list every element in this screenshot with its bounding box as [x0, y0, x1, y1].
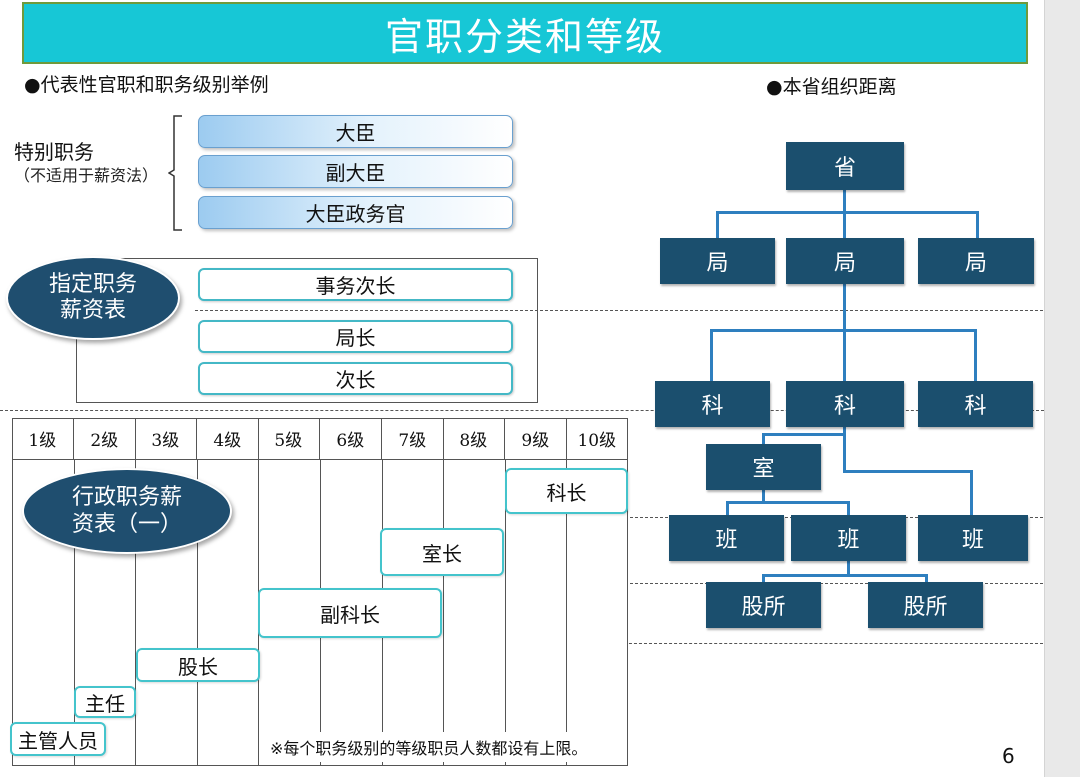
separator-line [195, 310, 1043, 311]
org-connector [843, 427, 846, 473]
org-connector [847, 501, 850, 515]
org-connector [970, 470, 973, 515]
designated-salary-label: 指定职务 薪资表 [48, 272, 137, 323]
org-bureau: 局 [660, 238, 775, 284]
grade-header-6: 6级 [320, 418, 382, 460]
grade-column-line [135, 460, 136, 766]
rank-office-chief: 室长 [380, 528, 504, 576]
parliamentary-secretary-box: 大臣政务官 [198, 196, 513, 229]
rank-section-chief: 科长 [505, 468, 628, 514]
designated-salary-ellipse: 指定职务 薪资表 [6, 256, 180, 340]
grade-header-4: 4级 [197, 418, 259, 460]
rank-supervisor: 主任 [74, 686, 136, 718]
org-connector [716, 211, 978, 214]
org-division: 科 [786, 381, 904, 427]
grade-header-2: 2级 [74, 418, 136, 460]
grade-header-9: 9级 [505, 418, 567, 460]
org-office: 室 [706, 444, 821, 490]
org-connector [925, 574, 928, 582]
org-team: 班 [791, 515, 906, 561]
page-number: 6 [1002, 744, 1015, 768]
org-ministry: 省 [786, 142, 904, 190]
org-connector [726, 501, 850, 504]
footnote: ※每个职务级别的等级职员人数都设有上限。 [264, 732, 614, 762]
special-posts-note: （不适用于薪资法） [14, 166, 159, 185]
special-posts-bracket [168, 115, 182, 231]
org-team: 班 [918, 515, 1028, 561]
org-connector [762, 490, 765, 502]
org-section: 股所 [868, 582, 983, 628]
org-connector [762, 433, 846, 436]
grade-header-8: 8级 [443, 418, 505, 460]
rank-staff-in-charge: 主管人员 [10, 722, 106, 756]
org-connector [847, 561, 850, 575]
left-heading: ●代表性官职和职务级别举例 [24, 74, 269, 96]
grade-column-line [197, 460, 198, 766]
org-connector [974, 329, 977, 381]
grade-header-7: 7级 [382, 418, 444, 460]
grade-header-3: 3级 [135, 418, 197, 460]
org-connector [843, 284, 846, 381]
admin-salary-ellipse: 行政职务薪 资表（一） [22, 468, 232, 554]
grade-column-line [443, 460, 444, 766]
org-connector [726, 501, 729, 515]
org-division: 科 [918, 381, 1033, 427]
org-bureau: 局 [786, 238, 904, 284]
grade-column-line [566, 460, 567, 766]
minister-box: 大臣 [198, 115, 513, 148]
separator-line [0, 410, 1044, 411]
org-connector [976, 211, 979, 238]
vice-minister-box: 副大臣 [198, 155, 513, 188]
org-connector [710, 329, 976, 332]
org-bureau: 局 [918, 238, 1034, 284]
org-team: 班 [669, 515, 784, 561]
org-connector [843, 190, 846, 238]
deputy-director-box: 次长 [198, 362, 513, 395]
grade-column-line [74, 460, 75, 766]
org-division: 科 [655, 381, 770, 427]
title-banner: 官职分类和等级 [22, 2, 1028, 64]
special-posts-label: 特别职务 [14, 140, 94, 164]
separator-line [258, 643, 1043, 644]
org-connector [762, 574, 765, 582]
rank-deputy-section-chief: 副科长 [258, 588, 442, 638]
vice-minister-admin-box: 事务次长 [198, 268, 513, 301]
rank-unit-chief: 股长 [136, 648, 260, 682]
org-connector [762, 574, 928, 577]
right-edge-strip [1044, 0, 1080, 777]
bureau-director-box: 局长 [198, 320, 513, 353]
admin-salary-label: 行政职务薪 资表（一） [71, 485, 182, 537]
grade-header-1: 1级 [12, 418, 74, 460]
grade-column-line [505, 460, 506, 766]
org-section: 股所 [706, 582, 821, 628]
org-connector [843, 470, 973, 473]
org-connector [716, 211, 719, 238]
org-connector [710, 329, 713, 381]
page-title: 官职分类和等级 [384, 14, 665, 59]
right-heading: ●本省组织距离 [766, 76, 897, 98]
grade-header-5: 5级 [258, 418, 320, 460]
org-connector [762, 433, 765, 444]
grade-header-10: 10级 [566, 418, 628, 460]
